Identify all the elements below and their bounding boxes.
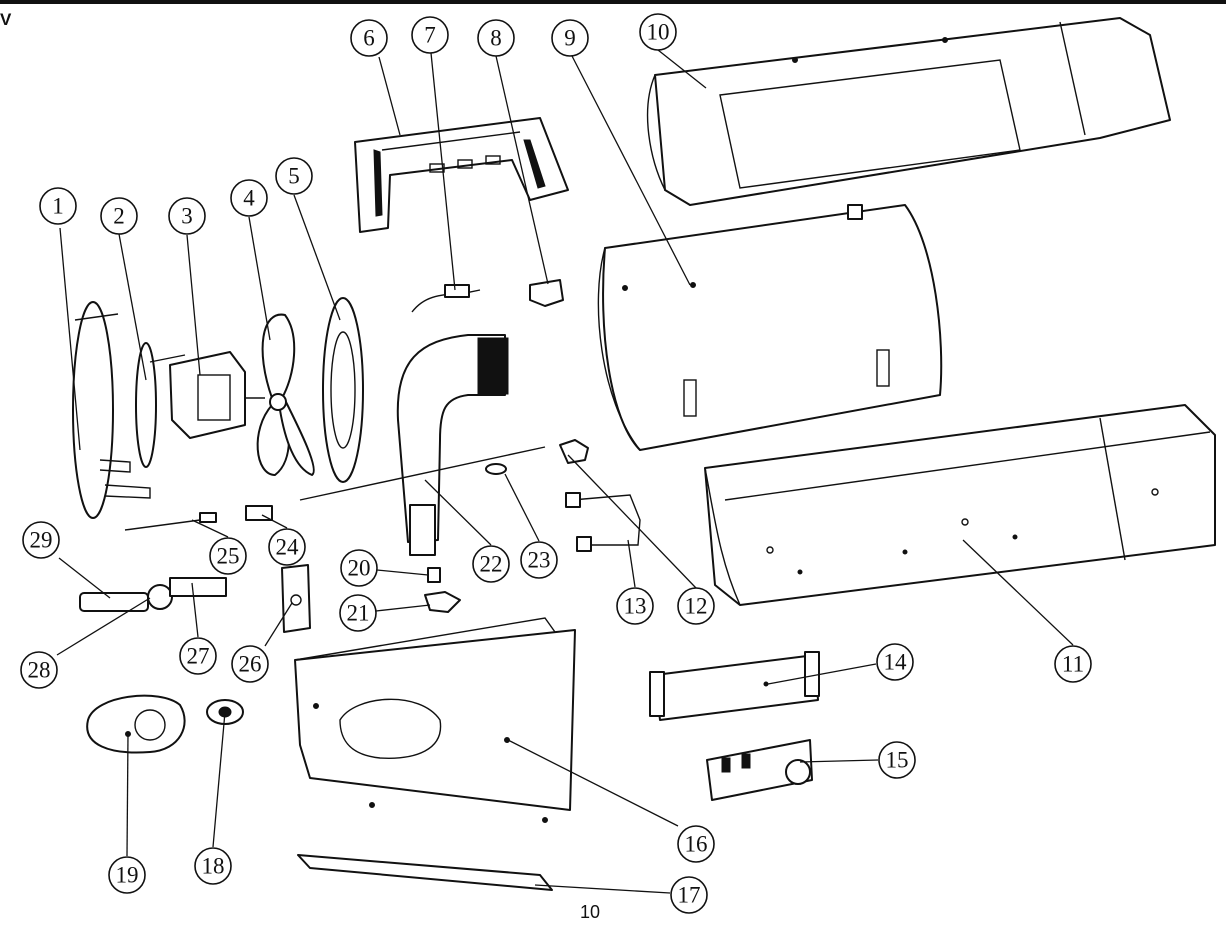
part-20-nozzle — [427, 567, 441, 583]
callout-14: 14 — [876, 643, 914, 681]
callout-9: 9 — [551, 19, 589, 57]
svg-text:9: 9 — [564, 26, 576, 51]
svg-text:27: 27 — [187, 644, 210, 669]
callout-8: 8 — [477, 19, 515, 57]
svg-text:4: 4 — [243, 186, 255, 211]
part-21-fitting — [424, 591, 461, 613]
part-2-plate — [135, 342, 157, 468]
part-23-igniter-body — [485, 463, 507, 475]
part-3-motor — [149, 351, 265, 439]
svg-text:14: 14 — [884, 650, 908, 675]
callout-15: 15 — [878, 741, 916, 779]
callout-17: 17 — [670, 876, 708, 914]
svg-text:1: 1 — [52, 194, 64, 219]
svg-text:8: 8 — [490, 26, 502, 51]
part-26-bracket — [281, 564, 311, 633]
part-8-switch — [529, 279, 564, 307]
part-5-front-guard — [322, 297, 364, 483]
page-number: 10 — [580, 902, 601, 922]
svg-text:18: 18 — [202, 854, 225, 879]
svg-text:19: 19 — [116, 863, 139, 888]
svg-text:2: 2 — [113, 204, 125, 229]
svg-text:13: 13 — [624, 594, 647, 619]
svg-text:11: 11 — [1062, 652, 1084, 677]
part-23-igniter-rod — [299, 446, 546, 501]
svg-text:28: 28 — [28, 658, 51, 683]
part-4-fan-blade — [256, 313, 315, 476]
part-25-nut — [199, 512, 217, 523]
part-1-rear-guard — [72, 301, 151, 519]
callout-10: 10 — [639, 13, 677, 51]
part-11-front-housing — [704, 404, 1216, 606]
svg-text:29: 29 — [30, 528, 53, 553]
callout-12: 12 — [677, 587, 715, 625]
part-9-rear-housing — [597, 204, 943, 451]
callout-23: 23 — [520, 541, 558, 579]
part-17-base-rail — [297, 854, 553, 891]
part-10-top-cover — [646, 17, 1171, 206]
top-rule — [0, 0, 1226, 4]
part-6-handle — [354, 117, 569, 233]
callout-21: 21 — [339, 594, 377, 632]
callout-4: 4 — [230, 179, 268, 217]
svg-text:5: 5 — [288, 164, 300, 189]
callout-19: 19 — [108, 856, 146, 894]
callout-29: 29 — [22, 521, 60, 559]
callout-13: 13 — [616, 587, 654, 625]
callout-11: 11 — [1054, 645, 1092, 683]
svg-text:21: 21 — [347, 601, 370, 626]
part-22-combustion-chamber — [396, 334, 509, 556]
corner-letter: V — [0, 10, 12, 29]
callout-6: 6 — [350, 19, 388, 57]
svg-text:15: 15 — [886, 748, 909, 773]
part-14-mount-bracket — [649, 651, 820, 721]
part-7-connector — [444, 284, 470, 298]
svg-text:25: 25 — [217, 544, 240, 569]
callout-28: 28 — [20, 651, 58, 689]
callout-20: 20 — [340, 549, 378, 587]
callout-26: 26 — [231, 645, 269, 683]
svg-text:3: 3 — [181, 204, 193, 229]
callout-24: 24 — [268, 528, 306, 566]
svg-text:7: 7 — [424, 23, 436, 48]
svg-text:16: 16 — [685, 832, 708, 857]
part-15-circuit-board — [706, 739, 813, 801]
callout-22: 22 — [472, 545, 510, 583]
part-12-photocell — [559, 439, 589, 464]
svg-text:20: 20 — [348, 556, 371, 581]
svg-text:12: 12 — [685, 594, 708, 619]
callout-3: 3 — [168, 197, 206, 235]
callout-25: 25 — [209, 537, 247, 575]
svg-text:26: 26 — [239, 652, 262, 677]
part-19-gasket — [86, 694, 186, 754]
callout-18: 18 — [194, 847, 232, 885]
callout-7: 7 — [411, 16, 449, 54]
svg-text:10: 10 — [647, 20, 670, 45]
callout-1: 1 — [39, 187, 77, 225]
part-28-valve-assembly — [79, 577, 227, 612]
svg-text:6: 6 — [363, 26, 375, 51]
leader-lines — [56, 49, 1074, 894]
callout-27: 27 — [179, 637, 217, 675]
callout-5: 5 — [275, 157, 313, 195]
part-16-base — [294, 617, 576, 823]
svg-text:24: 24 — [276, 535, 300, 560]
svg-text:23: 23 — [528, 548, 551, 573]
callout-16: 16 — [677, 825, 715, 863]
part-13-tube — [571, 494, 641, 546]
svg-text:22: 22 — [480, 552, 503, 577]
svg-text:17: 17 — [678, 883, 701, 908]
callout-2: 2 — [100, 197, 138, 235]
